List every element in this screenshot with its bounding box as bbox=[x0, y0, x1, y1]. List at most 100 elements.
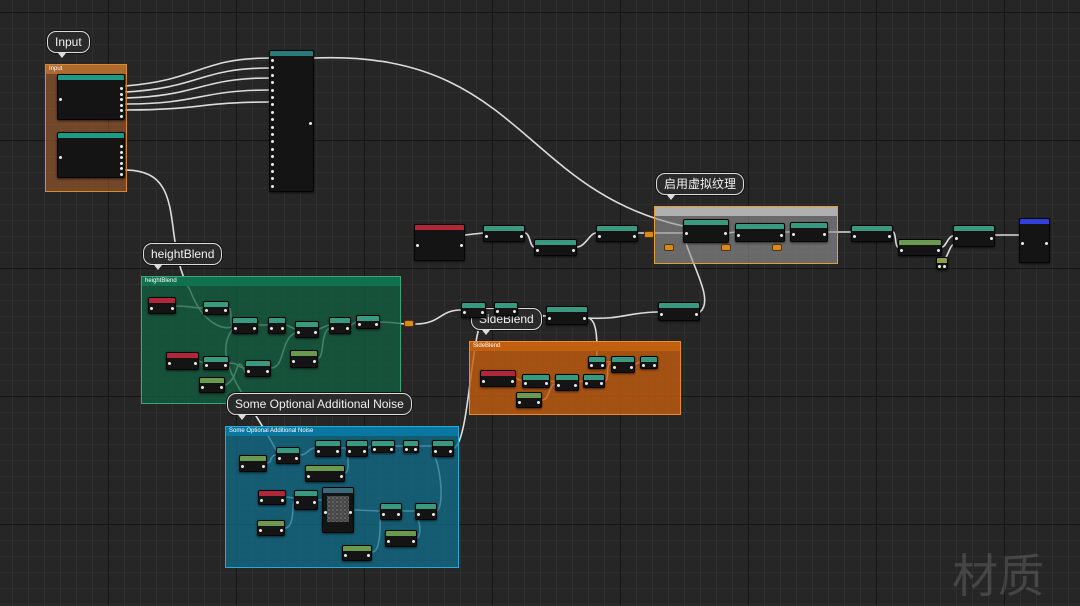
output-pin[interactable] bbox=[220, 386, 223, 389]
output-pin[interactable] bbox=[943, 265, 946, 268]
output-pin[interactable] bbox=[537, 401, 540, 404]
material-node-h6[interactable] bbox=[329, 317, 351, 334]
material-node-o1[interactable] bbox=[851, 225, 893, 242]
output-pin[interactable] bbox=[120, 92, 123, 96]
output-pin[interactable] bbox=[545, 382, 548, 385]
wire-28[interactable] bbox=[587, 311, 659, 320]
output-pin[interactable] bbox=[120, 109, 123, 112]
input-pin[interactable] bbox=[271, 162, 274, 166]
output-pin[interactable] bbox=[1045, 241, 1048, 245]
input-pin[interactable] bbox=[260, 498, 263, 502]
material-node-mattr[interactable] bbox=[269, 50, 314, 192]
input-pin[interactable] bbox=[955, 237, 958, 240]
material-node-s1[interactable] bbox=[480, 370, 516, 387]
output-pin[interactable] bbox=[460, 243, 463, 247]
material-node-h10[interactable] bbox=[245, 360, 271, 377]
wire-2[interactable] bbox=[124, 77, 271, 99]
input-pin[interactable] bbox=[536, 248, 539, 252]
input-pin[interactable] bbox=[331, 326, 334, 330]
wire-6[interactable] bbox=[313, 56, 684, 227]
material-node-n7[interactable] bbox=[432, 440, 454, 457]
material-node-n5[interactable] bbox=[371, 440, 395, 453]
output-pin[interactable] bbox=[224, 309, 227, 312]
material-node-h4[interactable] bbox=[268, 317, 286, 334]
input-pin[interactable] bbox=[373, 448, 376, 451]
material-node-m3[interactable] bbox=[546, 306, 588, 325]
material-node-h11[interactable] bbox=[290, 350, 318, 368]
input-pin[interactable] bbox=[792, 233, 795, 236]
material-node-o4[interactable] bbox=[936, 257, 948, 270]
output-pin[interactable] bbox=[633, 234, 636, 238]
output-pin[interactable] bbox=[990, 237, 993, 240]
input-pin[interactable] bbox=[271, 184, 274, 188]
output-pin[interactable] bbox=[120, 161, 123, 165]
material-node-m2[interactable] bbox=[494, 302, 518, 316]
output-pin[interactable] bbox=[432, 512, 435, 516]
output-pin[interactable] bbox=[823, 233, 826, 236]
material-node-n16[interactable] bbox=[342, 545, 372, 561]
output-pin[interactable] bbox=[281, 498, 284, 502]
output-pin[interactable] bbox=[120, 150, 123, 154]
material-node-n14[interactable] bbox=[257, 520, 285, 536]
input-pin[interactable] bbox=[660, 312, 663, 316]
material-node-in1[interactable] bbox=[57, 74, 125, 120]
output-pin[interactable] bbox=[449, 449, 452, 453]
wire-15[interactable] bbox=[941, 235, 954, 248]
input-pin[interactable] bbox=[271, 96, 274, 99]
material-node-s7[interactable] bbox=[640, 356, 658, 369]
input-pin[interactable] bbox=[271, 118, 274, 122]
output-pin[interactable] bbox=[194, 362, 197, 365]
output-pin[interactable] bbox=[780, 233, 783, 237]
input-pin[interactable] bbox=[613, 365, 616, 369]
input-pin[interactable] bbox=[271, 59, 274, 62]
material-node-n15[interactable] bbox=[385, 530, 417, 547]
material-node-output[interactable] bbox=[1019, 218, 1050, 263]
input-pin[interactable] bbox=[259, 529, 262, 532]
material-node-n4[interactable] bbox=[346, 440, 368, 457]
output-pin[interactable] bbox=[120, 98, 123, 101]
input-pin[interactable] bbox=[463, 311, 466, 314]
output-pin[interactable] bbox=[120, 145, 123, 148]
input-pin[interactable] bbox=[271, 81, 274, 85]
input-pin[interactable] bbox=[1021, 241, 1024, 245]
wire-7[interactable] bbox=[464, 232, 484, 236]
output-pin[interactable] bbox=[266, 369, 269, 373]
output-pin[interactable] bbox=[120, 87, 123, 90]
output-pin[interactable] bbox=[224, 364, 227, 367]
input-pin[interactable] bbox=[853, 234, 856, 238]
wire-9[interactable] bbox=[576, 232, 597, 248]
input-pin[interactable] bbox=[685, 232, 688, 235]
material-node-h12[interactable] bbox=[199, 377, 225, 393]
input-pin[interactable] bbox=[296, 501, 299, 504]
material-node-s8[interactable] bbox=[516, 392, 542, 408]
output-pin[interactable] bbox=[313, 360, 316, 363]
input-pin[interactable] bbox=[324, 511, 327, 514]
material-node-n9[interactable] bbox=[258, 490, 286, 505]
output-pin[interactable] bbox=[511, 379, 514, 383]
comment-box-height[interactable]: heightBlend bbox=[141, 276, 401, 404]
input-pin[interactable] bbox=[271, 73, 274, 77]
material-node-n3[interactable] bbox=[315, 440, 341, 457]
output-pin[interactable] bbox=[314, 330, 317, 334]
input-pin[interactable] bbox=[590, 364, 593, 367]
material-node-in2[interactable] bbox=[57, 132, 125, 178]
wire-4[interactable] bbox=[124, 101, 271, 111]
input-pin[interactable] bbox=[496, 310, 499, 313]
input-pin[interactable] bbox=[205, 309, 208, 312]
input-pin[interactable] bbox=[524, 382, 527, 385]
material-node-n12[interactable] bbox=[380, 503, 402, 520]
material-node-n8[interactable] bbox=[305, 465, 345, 482]
output-pin[interactable] bbox=[367, 554, 370, 557]
output-pin[interactable] bbox=[313, 501, 316, 504]
output-pin[interactable] bbox=[295, 456, 298, 460]
output-pin[interactable] bbox=[412, 539, 415, 543]
input-pin[interactable] bbox=[234, 326, 237, 330]
input-pin[interactable] bbox=[482, 379, 485, 383]
output-pin[interactable] bbox=[653, 364, 656, 367]
material-node-n2[interactable] bbox=[276, 447, 300, 464]
output-pin[interactable] bbox=[363, 449, 366, 453]
input-pin[interactable] bbox=[271, 125, 274, 129]
input-pin[interactable] bbox=[297, 330, 300, 334]
input-pin[interactable] bbox=[344, 554, 347, 557]
input-pin[interactable] bbox=[518, 401, 521, 404]
